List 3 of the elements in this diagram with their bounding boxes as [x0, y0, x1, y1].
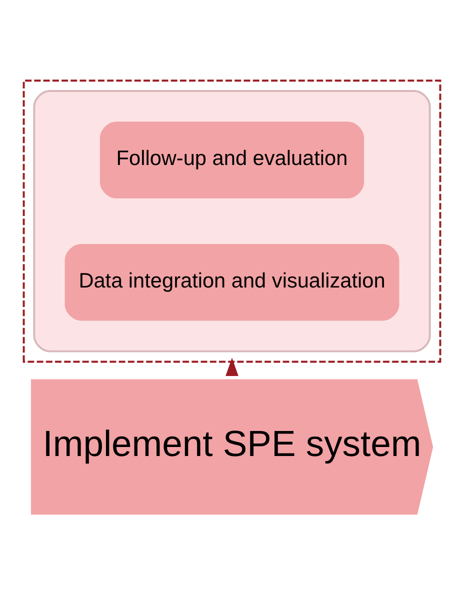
node-box: Follow-up and evaluation: [100, 122, 364, 198]
node-box: Data integration and visualization: [64, 244, 400, 321]
arrow: [226, 358, 238, 376]
